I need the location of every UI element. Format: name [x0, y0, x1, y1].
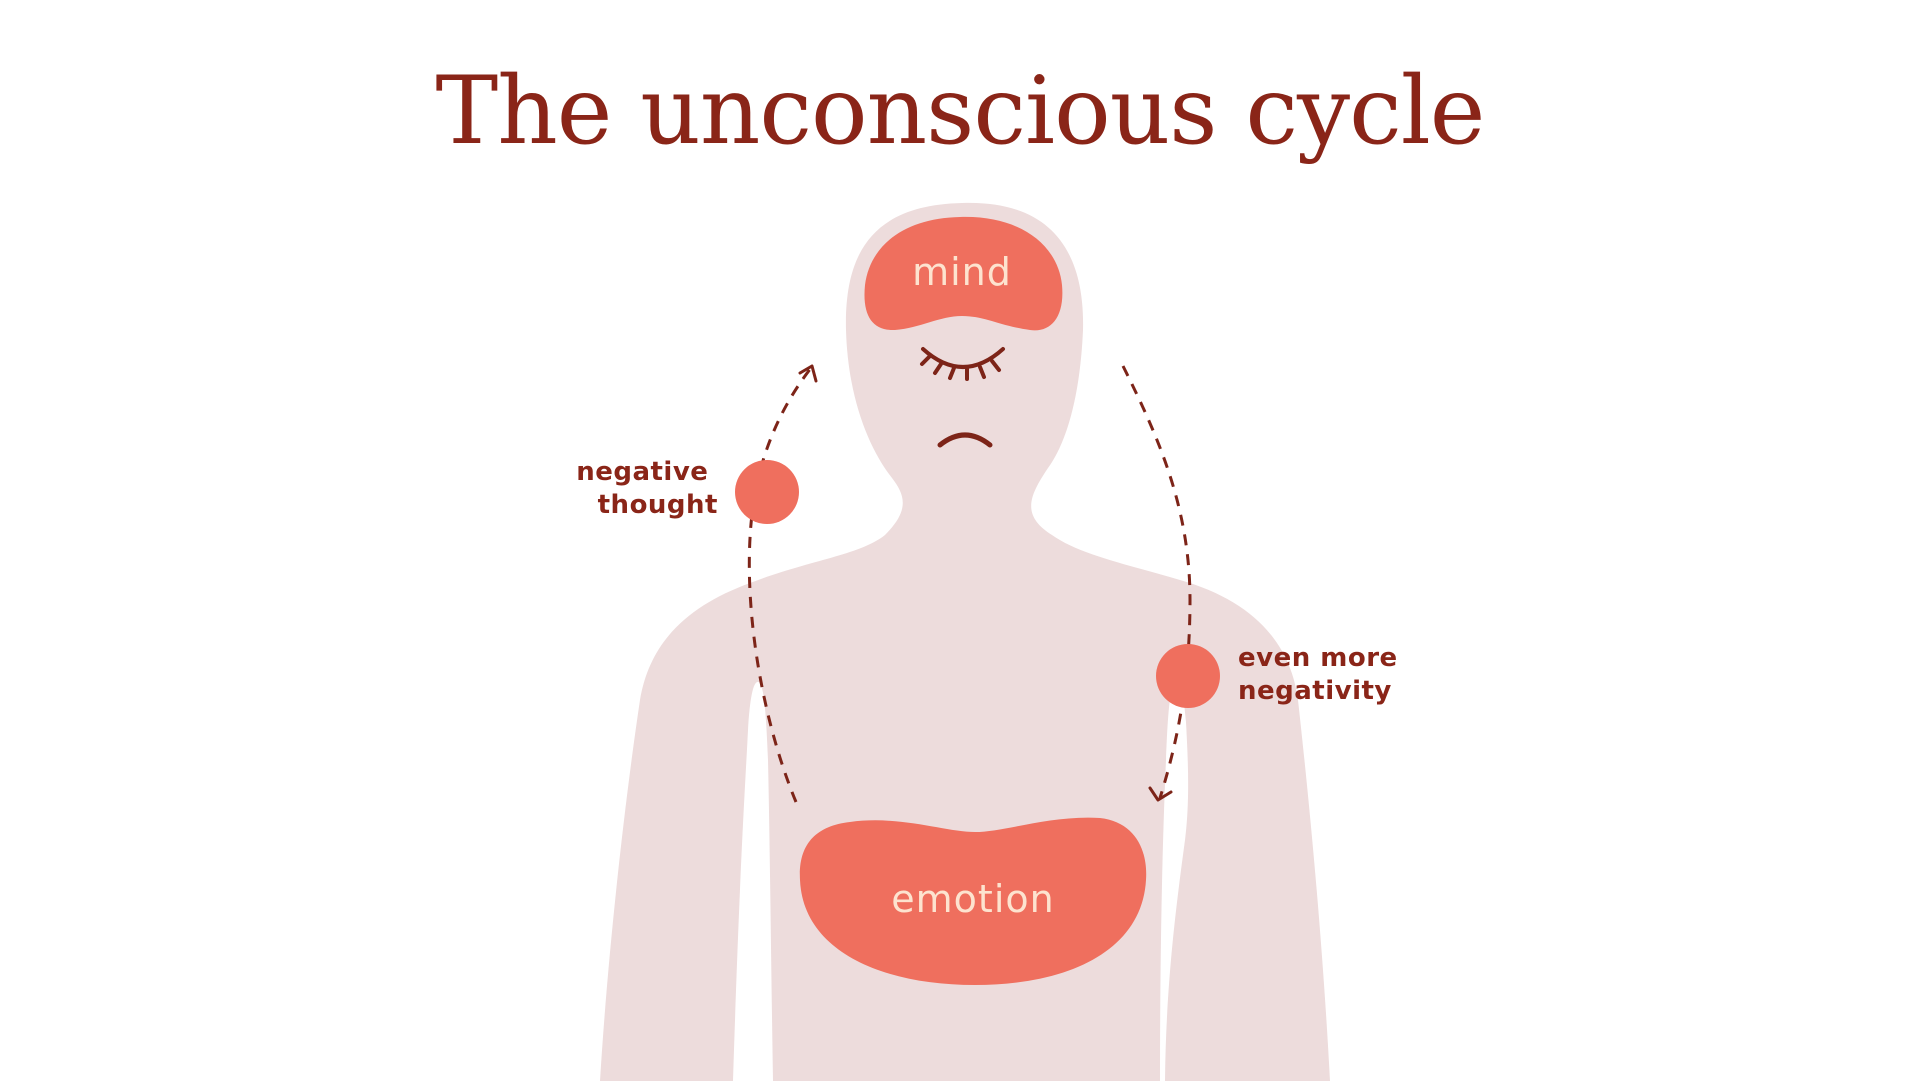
negative-thought-dot	[735, 460, 799, 524]
emotion-region	[799, 817, 1147, 985]
arrow-up-head-icon	[798, 364, 818, 383]
negative-thought-label: negative thought	[576, 457, 718, 520]
emotion-label: emotion	[891, 877, 1054, 921]
arrow-down-head-icon	[1148, 786, 1173, 802]
frown-icon	[937, 432, 993, 448]
cycle-arrow-left	[747, 367, 813, 803]
even-more-negativity-dot	[1156, 644, 1220, 708]
cycle-arrow-right	[1121, 365, 1192, 799]
mind-region	[864, 216, 1063, 331]
page-title: The unconscious cycle	[435, 57, 1486, 166]
mind-label: mind	[912, 250, 1012, 294]
even-more-negativity-label: even more negativity	[1238, 643, 1407, 706]
closed-eye-icon	[920, 347, 1005, 381]
body-silhouette	[600, 202, 1330, 1081]
